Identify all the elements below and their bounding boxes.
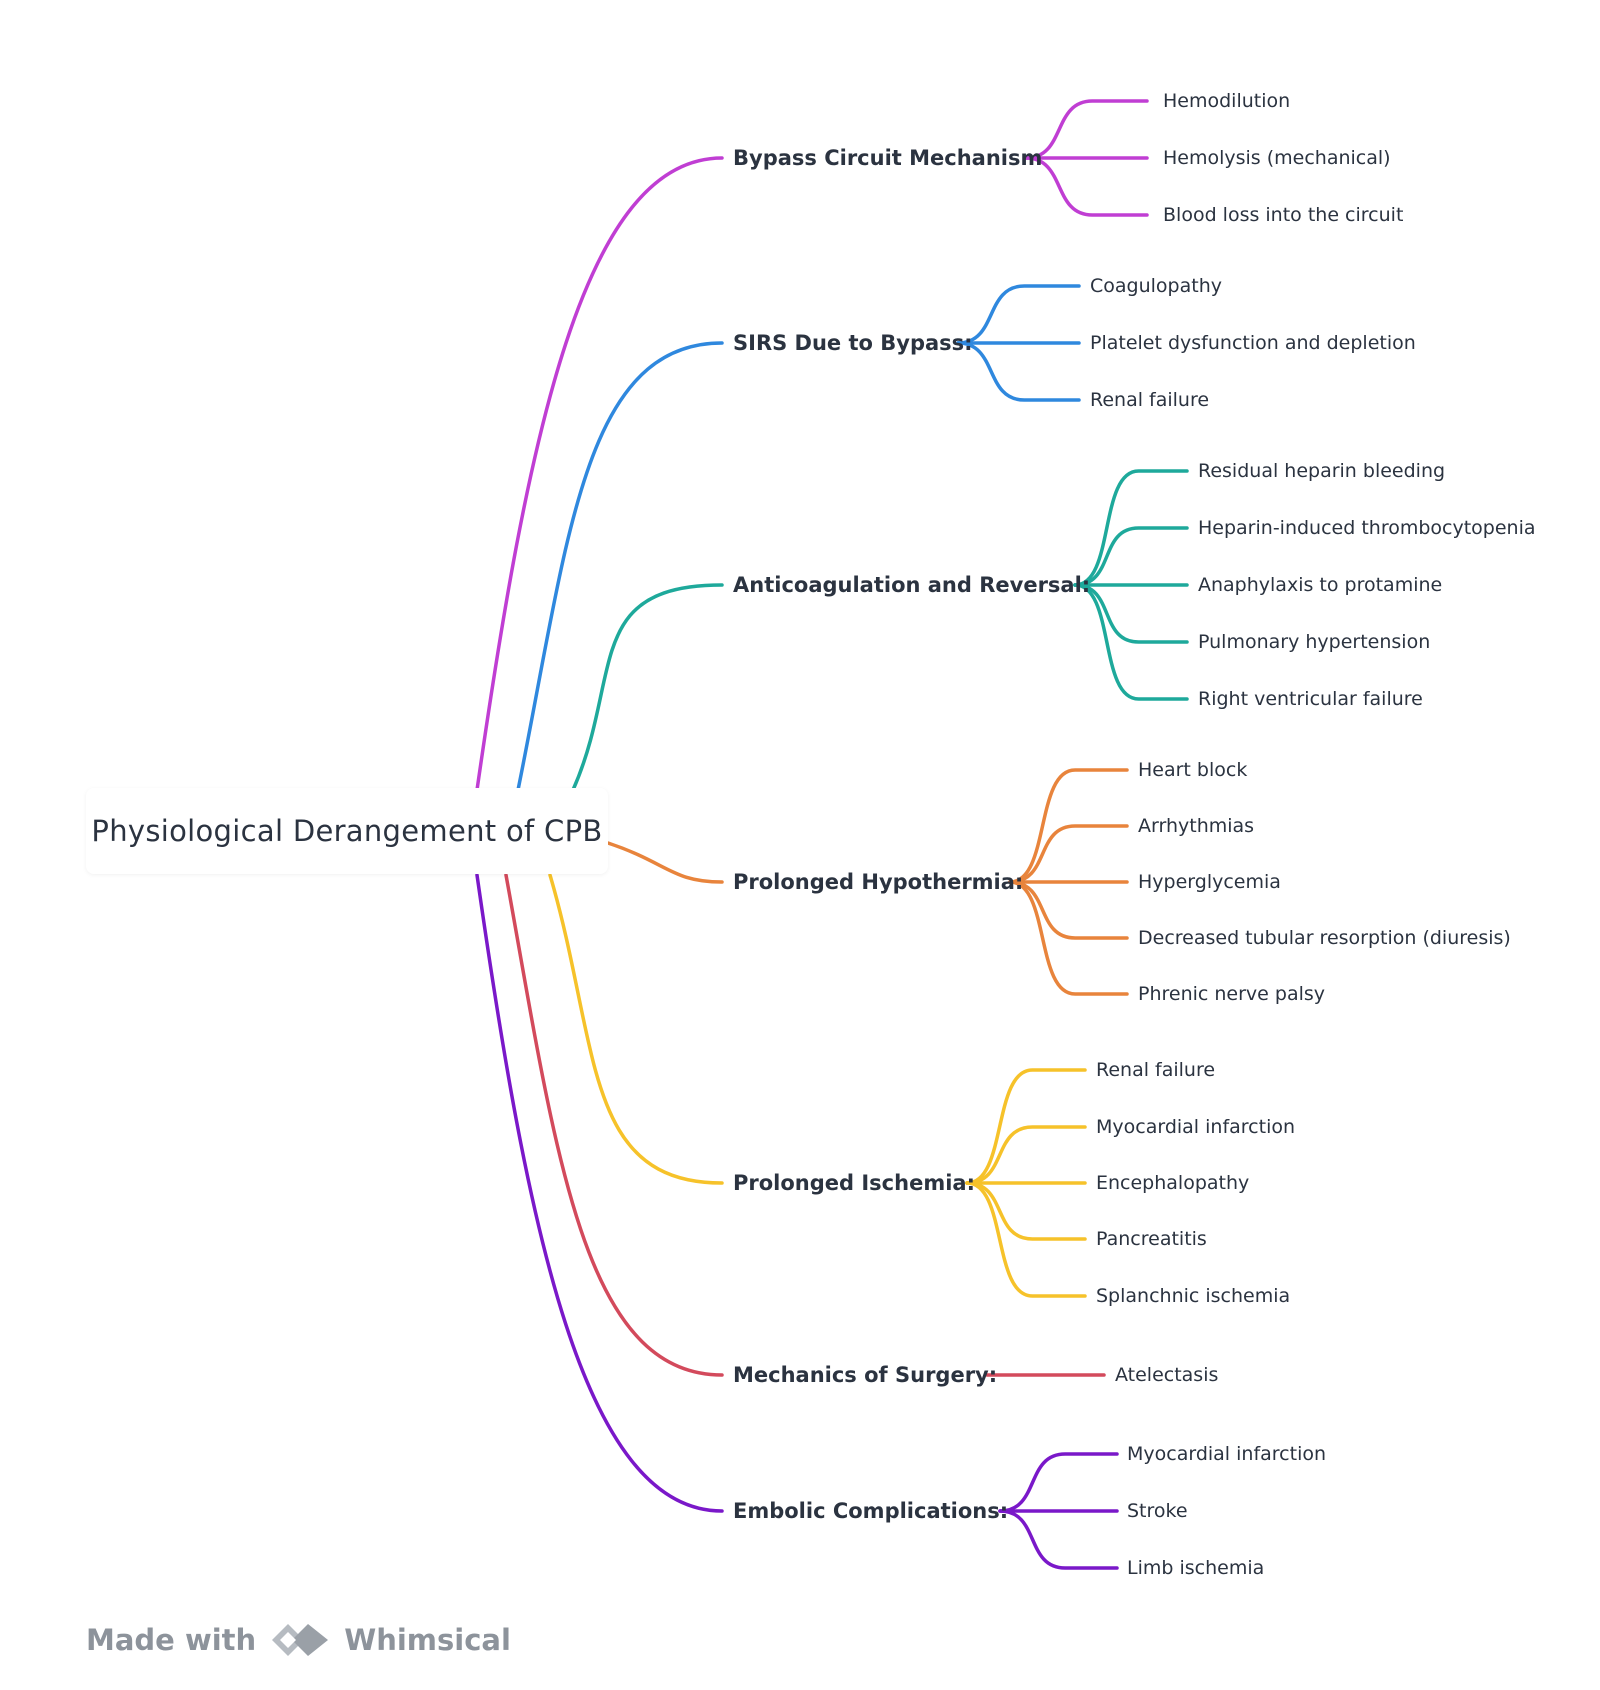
leaf-connector	[998, 1509, 1119, 1570]
branch-connector	[516, 341, 724, 792]
leaf-label[interactable]: Coagulopathy	[1090, 275, 1222, 297]
leaf-label[interactable]: Limb ischemia	[1127, 1557, 1265, 1579]
branch-connector	[504, 873, 724, 1377]
branch-label[interactable]: Anticoagulation and Reversal:	[733, 573, 1091, 597]
leaf-label[interactable]: Platelet dysfunction and depletion	[1090, 332, 1416, 354]
leaf-connector	[998, 1452, 1119, 1513]
leaf-label[interactable]: Arrhythmias	[1138, 815, 1255, 837]
whimsical-brand-text: Whimsical	[344, 1623, 511, 1657]
leaf-connector	[1008, 880, 1129, 996]
branch-label[interactable]: SIRS Due to Bypass:	[733, 331, 973, 355]
leaf-label[interactable]: Hyperglycemia	[1138, 871, 1281, 893]
leaf-label[interactable]: Encephalopathy	[1096, 1172, 1250, 1194]
branch-connector	[571, 583, 724, 792]
leaf-label[interactable]: Anaphylaxis to protamine	[1198, 574, 1443, 596]
leaf-connector	[1073, 469, 1189, 587]
leaf-label[interactable]: Phrenic nerve palsy	[1138, 983, 1326, 1005]
branch-connector	[475, 156, 724, 792]
leaf-label[interactable]: Pulmonary hypertension	[1198, 631, 1431, 653]
leaf-label[interactable]: Heart block	[1138, 759, 1248, 781]
leaf-connector	[1073, 526, 1189, 587]
leaf-connector	[965, 1181, 1087, 1298]
leaf-label[interactable]: Hemolysis (mechanical)	[1163, 147, 1391, 169]
leaf-label[interactable]: Residual heparin bleeding	[1198, 460, 1446, 482]
root-node[interactable]: Physiological Derangement of CPB	[86, 788, 608, 874]
leaf-label[interactable]: Decreased tubular resorption (diuresis)	[1138, 927, 1511, 949]
leaf-label[interactable]: Renal failure	[1096, 1059, 1216, 1081]
root-label: Physiological Derangement of CPB	[91, 814, 603, 848]
leaf-connector	[965, 1068, 1087, 1185]
leaf-label[interactable]: Splanchnic ischemia	[1096, 1285, 1291, 1307]
leaf-label[interactable]: Myocardial infarction	[1096, 1116, 1296, 1138]
leaf-connector	[956, 284, 1081, 345]
leaf-label[interactable]: Atelectasis	[1115, 1364, 1219, 1386]
leaf-connector	[1024, 156, 1149, 217]
made-with-footer[interactable]: Made with Whimsical	[86, 1616, 511, 1664]
branch-label[interactable]: Prolonged Hypothermia:	[733, 870, 1024, 894]
branch-connector	[606, 841, 724, 884]
leaf-label[interactable]: Heparin-induced thrombocytopenia	[1198, 517, 1536, 539]
leaf-label[interactable]: Stroke	[1127, 1500, 1188, 1522]
branch-label[interactable]: Prolonged Ischemia:	[733, 1171, 975, 1195]
leaf-label[interactable]: Right ventricular failure	[1198, 688, 1423, 710]
branch-connector	[475, 873, 724, 1513]
branch-label[interactable]: Bypass Circuit Mechanism	[733, 146, 1043, 170]
leaf-label[interactable]: Pancreatitis	[1096, 1228, 1207, 1250]
branch-connector	[548, 873, 724, 1185]
leaf-label[interactable]: Renal failure	[1090, 389, 1210, 411]
leaf-label[interactable]: Hemodilution	[1163, 90, 1291, 112]
leaf-connector	[956, 341, 1081, 402]
leaf-label[interactable]: Blood loss into the circuit	[1163, 204, 1404, 226]
branch-label[interactable]: Embolic Complications:	[733, 1499, 1009, 1523]
leaf-connector	[1024, 99, 1149, 160]
leaf-connector	[1008, 824, 1129, 884]
leaf-label[interactable]: Myocardial infarction	[1127, 1443, 1327, 1465]
leaf-connector	[1073, 583, 1189, 701]
made-with-text: Made with	[86, 1623, 257, 1657]
whimsical-logo-icon	[272, 1624, 329, 1656]
branch-label[interactable]: Mechanics of Surgery:	[733, 1363, 998, 1387]
leaf-connector	[965, 1125, 1087, 1185]
leaf-connector	[1008, 768, 1129, 884]
